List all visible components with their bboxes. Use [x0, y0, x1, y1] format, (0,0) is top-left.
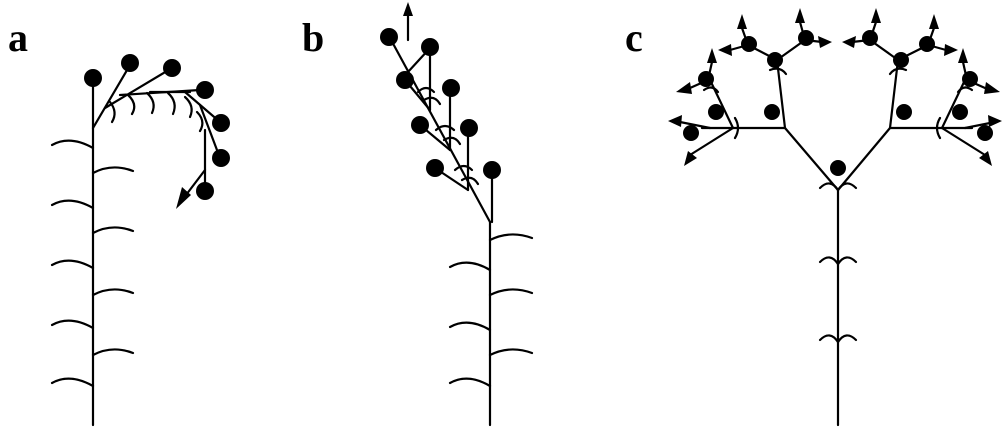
panel-b-terminal-bud-arrow [403, 2, 413, 40]
panel-b-diagram [380, 2, 532, 425]
panel-b-branches [405, 48, 492, 222]
panel-b-main-stem [390, 38, 490, 425]
panel-a-diagram [52, 54, 230, 425]
panel-c-bud-arrows [668, 8, 1002, 166]
panel-a-branch-bracts [110, 93, 202, 131]
panel-c-diagram [668, 8, 1002, 425]
